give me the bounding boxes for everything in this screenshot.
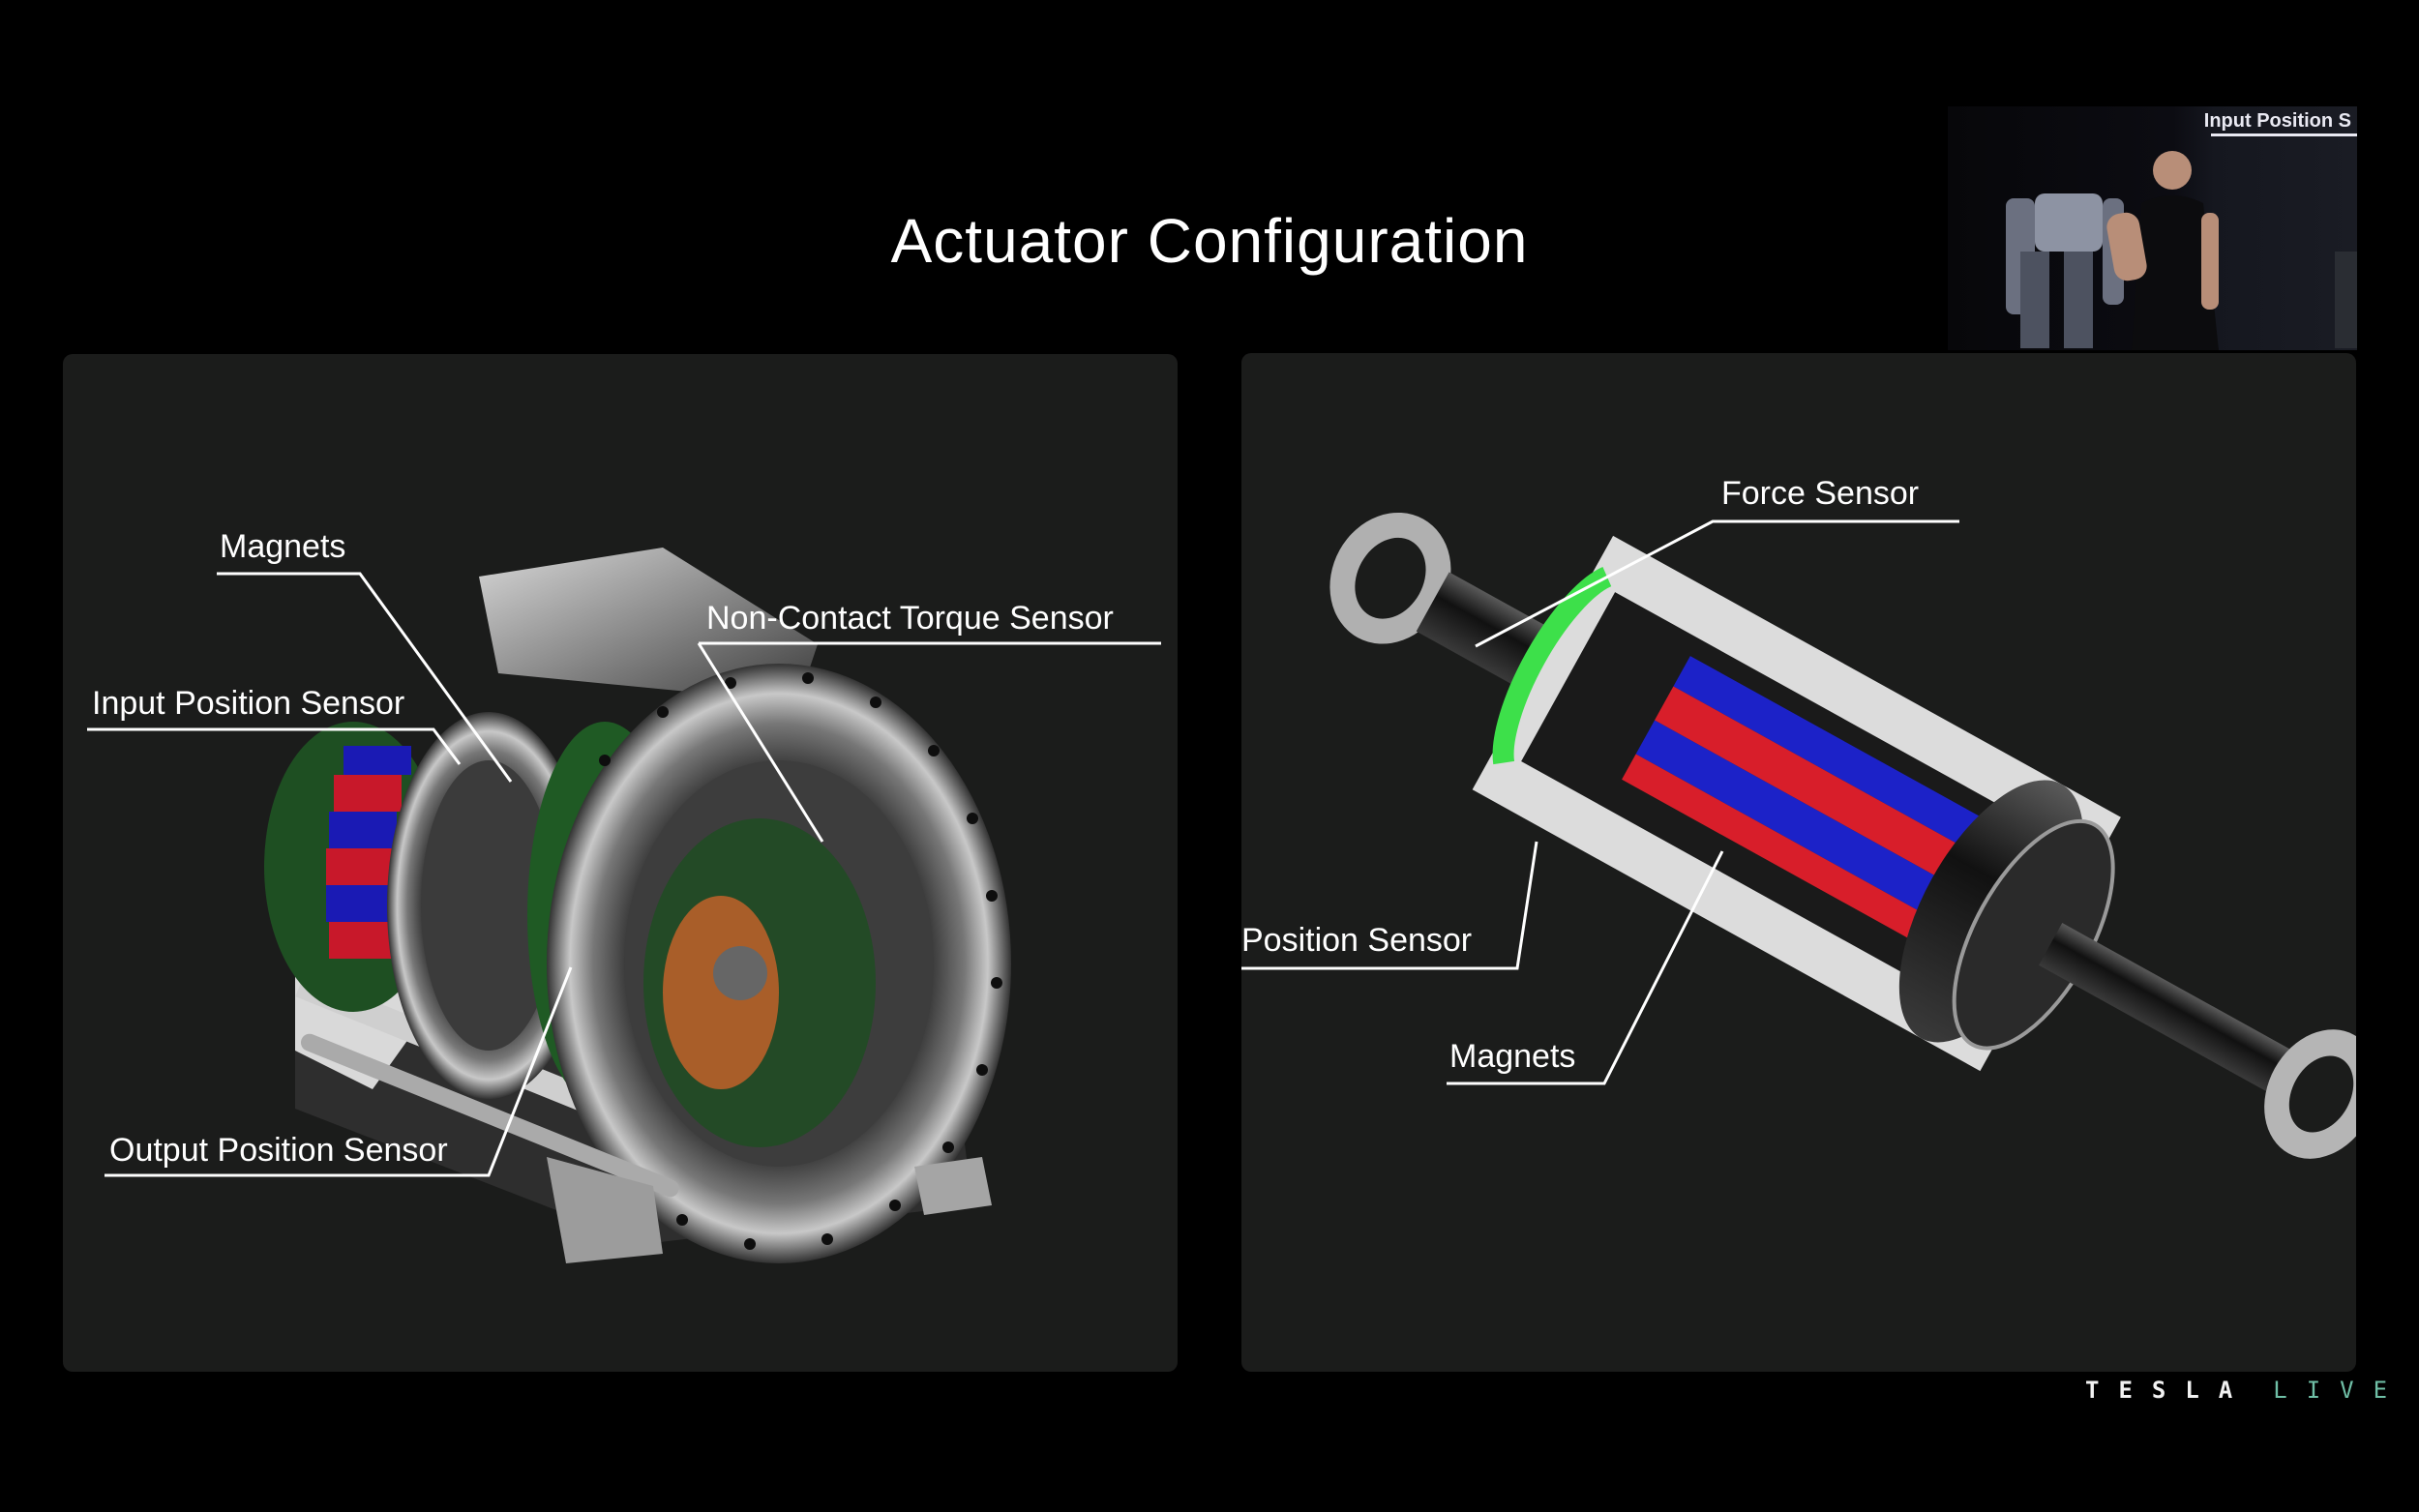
linear-actuator-panel: Force Sensor Position Sensor Magnets — [1241, 353, 2356, 1372]
label-output-position-sensor: Output Position Sensor — [109, 1132, 448, 1169]
presenter-video-frame — [2006, 151, 2357, 350]
tesla-wordmark: TESLA — [2085, 1377, 2253, 1404]
presenter-video-inset: Input Position S — [1948, 106, 2357, 350]
tesla-live-logo: TESLA LIVE — [2085, 1377, 2406, 1404]
label-non-contact-torque-sensor: Non-Contact Torque Sensor — [706, 600, 1114, 637]
rotary-actuator-illustration — [87, 548, 1161, 1263]
label-position-sensor: Position Sensor — [1241, 922, 1473, 959]
slide-title: Actuator Configuration — [890, 206, 1529, 276]
label-force-sensor: Force Sensor — [1721, 475, 1920, 512]
label-magnets: Magnets — [220, 528, 346, 565]
inset-caption-underline — [2211, 133, 2357, 136]
label-input-position-sensor: Input Position Sensor — [92, 685, 405, 722]
magnet-stripes — [1622, 656, 2013, 958]
rotary-actuator-panel: Magnets Non-Contact Torque Sensor Input … — [63, 354, 1178, 1372]
inset-slide-caption: Input Position S — [2203, 110, 2351, 132]
callout-lines — [87, 572, 1161, 1177]
linear-actuator-illustration — [1241, 512, 2356, 1159]
live-wordmark: LIVE — [2273, 1377, 2407, 1404]
magnet-stack — [326, 746, 411, 959]
callout-lines — [1241, 519, 1959, 1085]
label-magnets-linear: Magnets — [1449, 1038, 1576, 1075]
